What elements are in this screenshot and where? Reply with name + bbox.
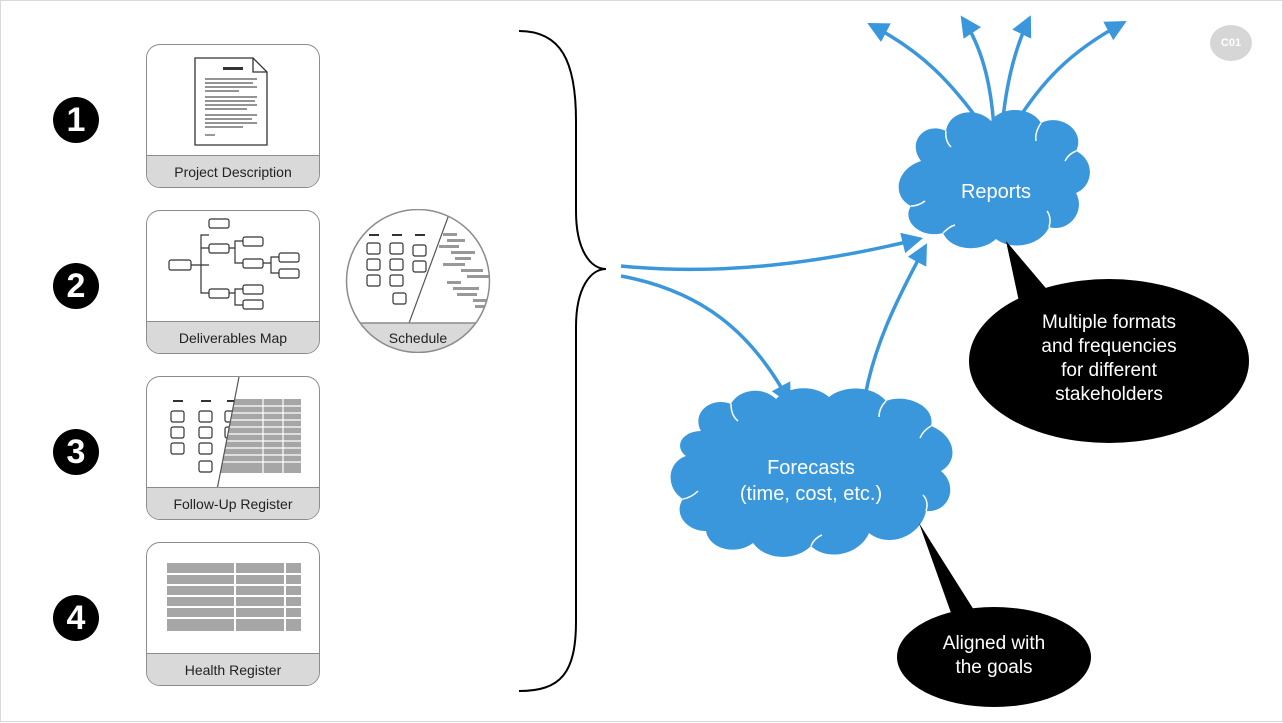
deliverables-map-card: Deliverables Map <box>146 210 320 354</box>
schedule-label: Schedule <box>388 330 448 346</box>
register-grid-icon <box>170 377 301 490</box>
formats-line-2: and frequencies <box>1041 336 1177 357</box>
arrow-forecasts-to-reports <box>861 243 927 410</box>
step-1-number: 1 <box>53 97 99 143</box>
forecasts-cloud <box>670 388 953 557</box>
project-description-label: Project Description <box>147 155 319 187</box>
follow-up-register-card: Follow-Up Register <box>146 376 320 520</box>
schedule-icon <box>345 208 491 354</box>
goals-line-2: the goals <box>955 657 1033 678</box>
formats-bubble-text: Multiple formats and frequencies for dif… <box>999 311 1219 407</box>
health-register-label: Health Register <box>147 653 319 685</box>
report-arrow-2 <box>960 15 996 130</box>
table-grid-icon <box>167 563 301 631</box>
goals-speech-bubble <box>897 523 1091 707</box>
forecasts-title: Forecasts <box>767 457 855 479</box>
formats-line-4: stakeholders <box>1055 384 1163 405</box>
forecasts-subtitle: (time, cost, etc.) <box>739 483 883 505</box>
slide-code-badge: C01 <box>1210 25 1252 61</box>
schedule-card: Schedule <box>343 208 493 354</box>
formats-line-1: Multiple formats <box>1041 312 1177 333</box>
arrow-to-reports <box>620 232 924 272</box>
follow-up-register-label: Follow-Up Register <box>147 487 319 519</box>
curly-brace <box>518 30 607 692</box>
project-description-card: Project Description <box>146 44 320 188</box>
reports-cloud-label: Reports <box>960 181 1032 203</box>
deliverables-map-label: Deliverables Map <box>147 321 319 353</box>
goals-line-1: Aligned with <box>942 633 1046 654</box>
step-3-number: 3 <box>53 429 99 475</box>
document-icon <box>194 57 268 146</box>
step-2-number: 2 <box>53 263 99 309</box>
goals-bubble-text: Aligned with the goals <box>919 632 1069 680</box>
health-register-card: Health Register <box>146 542 320 686</box>
tree-map-icon <box>168 218 300 310</box>
arrow-to-forecasts <box>620 274 792 405</box>
forecasts-cloud-label: Forecasts (time, cost, etc.) <box>701 455 921 507</box>
reports-cloud <box>898 109 1090 249</box>
formats-speech-bubble <box>969 241 1249 443</box>
formats-line-3: for different <box>1061 360 1157 381</box>
step-4-number: 4 <box>53 595 99 641</box>
